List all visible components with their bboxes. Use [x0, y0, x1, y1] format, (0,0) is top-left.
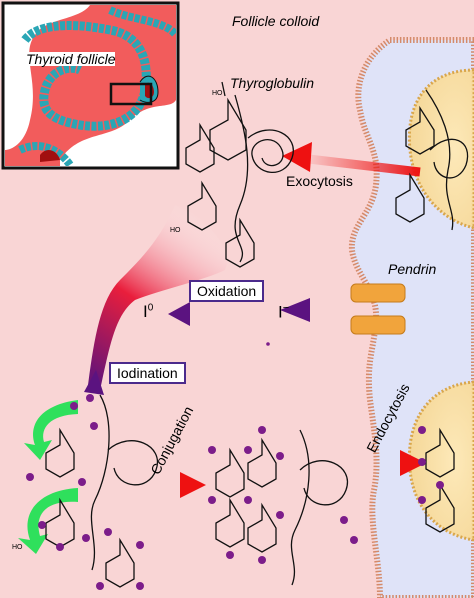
- thyroglobulin-label: Thyroglobulin: [230, 75, 315, 91]
- iodination-wedge: [88, 205, 227, 390]
- follicle-colloid-label: Follicle colloid: [232, 13, 320, 29]
- cell-nucleus-top: [407, 68, 474, 230]
- iodine-atoms: [26, 342, 444, 590]
- iodide-symbol: I: [278, 302, 283, 322]
- iodination-label: Iodination: [109, 362, 186, 384]
- thyroid-hormone-precursor: [215, 429, 349, 586]
- endocytosed-hormones: [425, 427, 455, 533]
- hydroxyl-label-2: HO: [170, 227, 181, 234]
- hydroxyl-label-3: HO: [12, 544, 23, 551]
- iodide-label: I−: [278, 303, 289, 321]
- thyroglobulin-cell: [395, 89, 469, 231]
- thyroid-follicle-label: Thyroid follicle: [26, 51, 116, 67]
- green-arrow-bottom: [18, 488, 78, 554]
- inset-thyroid-follicle: [1, 1, 180, 170]
- iodine-molecule-label: I0: [143, 303, 153, 320]
- iodine-symbol: I: [143, 302, 148, 321]
- green-arrow-top: [24, 400, 78, 460]
- hydroxyl-label-1: HO: [212, 90, 223, 97]
- iodide-charge: −: [282, 302, 290, 314]
- iodine-oxidation-state: 0: [147, 302, 154, 314]
- exocytosis-label: Exocytosis: [286, 173, 353, 189]
- pendrin-channel: [350, 283, 406, 335]
- exocytosis-arrow: [299, 153, 421, 177]
- iodinated-thyroglobulin: [45, 394, 159, 588]
- pendrin-label: Pendrin: [388, 261, 437, 277]
- oxidation-label: Oxidation: [189, 280, 265, 302]
- thyroglobulin-top: [185, 81, 294, 268]
